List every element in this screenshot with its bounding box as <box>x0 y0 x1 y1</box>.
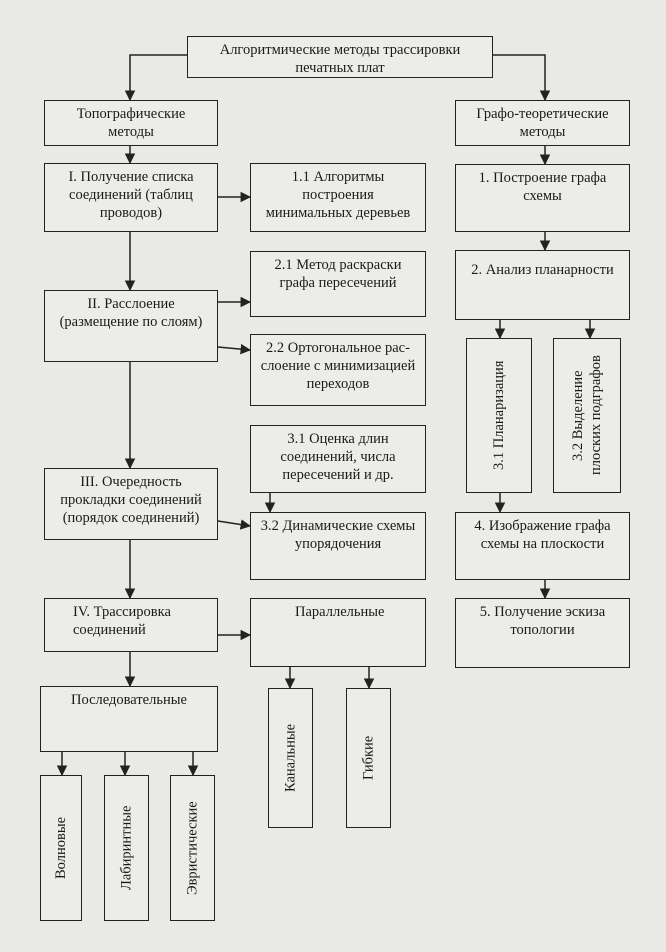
node-wave-label: Волновые <box>52 817 69 880</box>
node-g5: 5. Получение эскиза топологии <box>455 598 630 668</box>
node-heuristic: Эвристические <box>170 775 215 921</box>
node-g1: 1. Построение графа схемы <box>455 164 630 232</box>
node-root: Алгоритмические методы трассировки печат… <box>187 36 493 78</box>
node-g3-1-label: 3.1 Планаризация <box>490 360 507 471</box>
node-step2: II. Расслоение (размещение по слоям) <box>44 290 218 362</box>
node-graph-theoretic-methods: Графо-теоретические методы <box>455 100 630 146</box>
arrow-step2-to-step2-2 <box>217 343 252 355</box>
node-step1-1: 1.1 Алгоритмы построения минимальных дер… <box>250 163 426 232</box>
node-step2-2: 2.2 Ортогональное рас- слоение с минимиз… <box>250 334 426 406</box>
node-sequential: Последовательные <box>40 686 218 752</box>
node-channel: Канальные <box>268 688 313 828</box>
node-flexible-label: Гибкие <box>360 735 377 781</box>
node-step4: IV. Трассировка соединений <box>44 598 218 652</box>
node-step3-1: 3.1 Оценка длин соединений, числа пересе… <box>250 425 426 493</box>
node-step1: I. Получение списка соединений (таблиц п… <box>44 163 218 232</box>
node-topographic-methods: Топографические методы <box>44 100 218 146</box>
node-g3-1: 3.1 Планаризация <box>466 338 532 493</box>
node-step3: III. Очередность прокладки соединений (п… <box>44 468 218 540</box>
node-parallel: Параллельные <box>250 598 426 667</box>
arrow-root-to-topo <box>124 54 187 102</box>
node-step2-1: 2.1 Метод раскраски графа пересечений <box>250 251 426 317</box>
node-channel-label: Канальные <box>282 723 299 793</box>
node-g2: 2. Анализ планарности <box>455 250 630 320</box>
node-g4: 4. Изображение графа схемы на плоскости <box>455 512 630 580</box>
node-step3-2: 3.2 Динамические схемы упорядочения <box>250 512 426 580</box>
node-flexible: Гибкие <box>346 688 391 828</box>
node-g3-2: 3.2 Выделение плоских подграфов <box>553 338 621 493</box>
node-heuristic-label: Эвристические <box>184 801 201 895</box>
node-labyrinth-label: Лабиринтные <box>118 805 135 891</box>
arrow-step3-to-step3-2 <box>217 519 252 530</box>
node-labyrinth: Лабиринтные <box>104 775 149 921</box>
arrow-root-to-graph <box>493 54 551 102</box>
node-g3-2-label: 3.2 Выделение плоских подграфов <box>569 355 604 476</box>
node-wave: Волновые <box>40 775 82 921</box>
